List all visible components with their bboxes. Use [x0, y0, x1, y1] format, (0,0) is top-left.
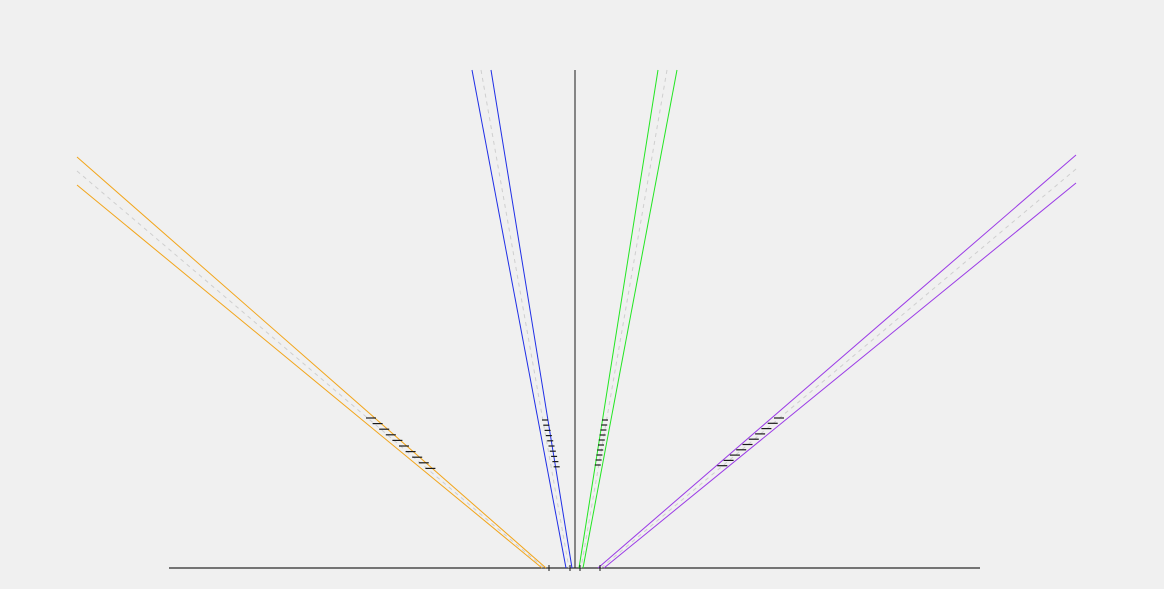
green-beam-center-guide	[580, 69, 668, 569]
orange-beam	[76, 156, 547, 569]
blue-beam-center-guide	[480, 69, 570, 569]
orange-beam-center-guide	[76, 170, 545, 569]
purple-beam-edge-upper	[597, 154, 1077, 569]
green-beam-ticks	[594, 419, 608, 466]
purple-beam-edge-lower	[603, 182, 1077, 569]
purple-beam-center-guide	[600, 168, 1077, 569]
blue-beam-edge-right	[490, 69, 573, 569]
green-beam-edge-left	[578, 69, 659, 569]
green-beam-edge-right	[582, 69, 678, 569]
orange-beam-ticks	[366, 417, 436, 469]
orange-beam-edge-lower	[76, 184, 543, 569]
purple-beam-ticks	[717, 417, 784, 467]
blue-beam-ticks	[542, 419, 560, 468]
purple-beam	[597, 154, 1077, 569]
blue-beam-edge-left	[471, 69, 567, 569]
orange-beam-edge-upper	[76, 156, 547, 569]
blue-beam	[471, 69, 573, 569]
green-beam	[578, 69, 678, 569]
baseline-markers	[548, 565, 601, 571]
